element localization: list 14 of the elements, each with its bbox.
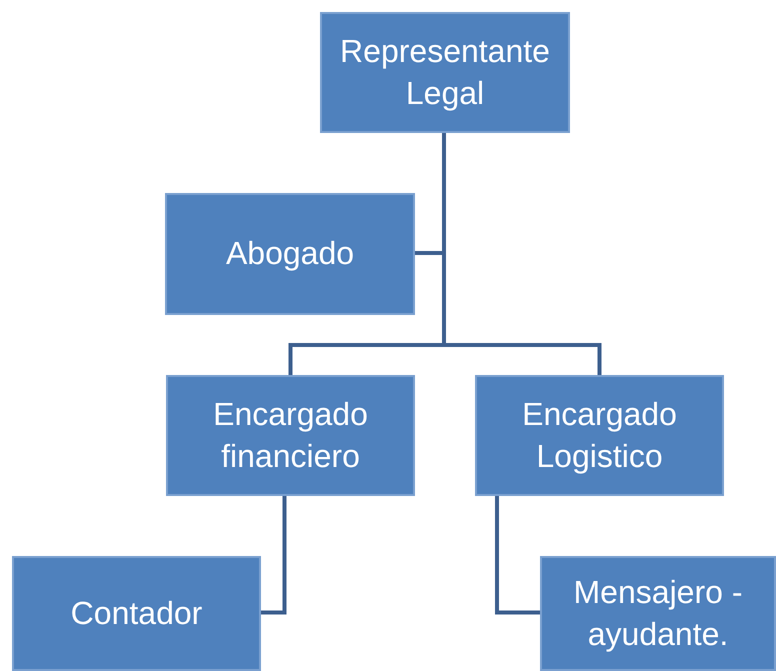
org-box (475, 375, 724, 496)
connector-line (261, 496, 286, 614)
connector-line (495, 496, 540, 614)
box-label: Representante Legal (339, 32, 551, 113)
org-box (166, 375, 415, 496)
box-label: Encargado Logistico (521, 394, 678, 476)
box-label: Abogado (226, 234, 354, 274)
org-box (320, 12, 570, 133)
box-label: Contador (70, 594, 202, 633)
org-box (540, 556, 776, 671)
org-box (12, 556, 261, 671)
org-box (165, 193, 415, 315)
box-label: Encargado financiero (212, 394, 369, 476)
box-label: Mensajero - ayudante. (572, 572, 744, 654)
